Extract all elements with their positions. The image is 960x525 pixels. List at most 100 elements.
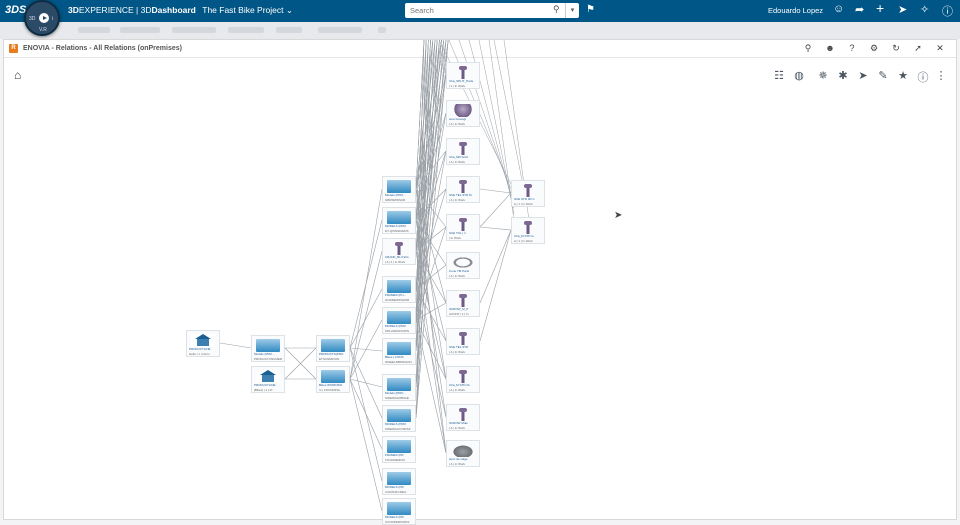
- graph-node[interactable]: Cha_SPLIT_Parts| 1 | In Work: [446, 62, 480, 89]
- search-input[interactable]: [405, 6, 545, 15]
- node-label: Bikes WORKSPA: [319, 384, 343, 387]
- node-sublabel: CCONPERSIONS: [385, 520, 410, 524]
- project-name[interactable]: The Fast Bike Project: [202, 5, 284, 15]
- graph-node[interactable]: Cone TM Parts| A | In Work: [446, 252, 480, 279]
- forward-icon[interactable]: ➤: [898, 4, 908, 16]
- widget-title: ENOVIA - Relations - All Relations (onPr…: [23, 45, 182, 52]
- graph-node[interactable]: amic de nalge| A | In Work: [446, 440, 480, 467]
- graph-node[interactable]: CRANK_BL Parts| A | 1 | In Work: [382, 238, 416, 265]
- node-label: MODELS (PRO: [385, 325, 407, 328]
- node-sublabel: | A | In Work: [449, 160, 466, 164]
- relation-edge: [415, 40, 431, 290]
- node-sublabel: TOCDREMIXS: [385, 458, 405, 462]
- relation-edge: [415, 302, 447, 321]
- relation-edge: [415, 250, 447, 380]
- refresh-icon[interactable]: ↻: [892, 43, 900, 53]
- help-icon[interactable]: ⓘ: [942, 6, 953, 18]
- user-filter-icon[interactable]: ☻: [825, 43, 835, 53]
- graph-node[interactable]: Models (PRO...GBDSMINSCR: [382, 176, 416, 203]
- node-label: SCROW Mule: [449, 422, 468, 425]
- relation-edge: [415, 40, 447, 388]
- ds-logo: 3DS: [5, 4, 27, 16]
- search-icon[interactable]: ⚲: [804, 43, 812, 53]
- graph-node[interactable]: Cha_M STD CL| A | In Work: [446, 366, 480, 393]
- tools-icon[interactable]: ✧: [920, 4, 930, 16]
- relation-edge: [349, 347, 383, 352]
- tree-icon[interactable]: ✱: [838, 70, 848, 82]
- graph-node[interactable]: PRODUCTLINE[Bikes] | 1 | Pr: [251, 366, 285, 393]
- relation-edge: [415, 219, 447, 342]
- graph-node[interactable]: sure boxesgl| A | In Work: [446, 100, 480, 127]
- info-icon[interactable]: ⓘ: [917, 72, 929, 84]
- relation-edge: [493, 40, 525, 191]
- tag-icon[interactable]: ⚑: [586, 4, 595, 15]
- home-icon[interactable]: ⌂: [14, 68, 22, 82]
- node-label: MODELS (PRO: [385, 423, 407, 426]
- node-thumbnail: [387, 472, 411, 485]
- node-thumbnail: [387, 280, 411, 293]
- node-label: PRODUCTLINE: [254, 384, 276, 387]
- relation-edge: [479, 226, 512, 231]
- node-thumbnail: [387, 342, 411, 355]
- pin-icon[interactable]: ➚: [914, 43, 922, 53]
- node-label: PRODUCTS(PRO: [319, 353, 344, 356]
- share-icon[interactable]: ➦: [855, 4, 865, 16]
- share-graph-icon[interactable]: ✵: [818, 70, 828, 82]
- user-name[interactable]: Edouardo Lopez: [768, 6, 824, 15]
- relation-edge: [415, 40, 442, 190]
- node-sublabel: | 1 | In Work: [449, 84, 466, 88]
- expand-structure-icon[interactable]: ☷: [774, 70, 784, 82]
- node-label: SCE TEL STD: [449, 346, 469, 349]
- search-box[interactable]: ⚲ ▾: [405, 3, 579, 18]
- graph-node[interactable]: FRAMES (PU...GODREWINGWR: [382, 276, 416, 303]
- help-icon[interactable]: ?: [849, 43, 855, 53]
- edit-icon[interactable]: ✎: [878, 70, 888, 82]
- profile-icon[interactable]: ☺: [833, 3, 845, 15]
- compass-play-icon[interactable]: [39, 13, 49, 23]
- relation-edge: [479, 229, 512, 304]
- relation-edge: [415, 150, 447, 321]
- node-thumbnail: [256, 370, 280, 383]
- graph-node[interactable]: Models (PRO...SIDEWALKBDGE: [382, 374, 416, 401]
- graph-node[interactable]: Cha_Mill Sold| A | In Work: [446, 138, 480, 165]
- node-sublabel: [Bikes] | 1 | Pr: [254, 388, 273, 392]
- settings-icon[interactable]: ⚙: [869, 43, 879, 53]
- more-icon[interactable]: ⋮: [935, 70, 947, 82]
- favorite-icon[interactable]: ★: [898, 70, 908, 82]
- hide-icon[interactable]: ◍: [794, 70, 804, 82]
- graph-node[interactable]: Models (PRO...PRODUCTCNUMER: [251, 335, 285, 362]
- search-dropdown-icon[interactable]: ▾: [565, 3, 579, 18]
- compass[interactable]: 3D i V.R: [24, 0, 60, 36]
- graph-node[interactable]: SCE TEL STD M| A | In Work: [446, 176, 480, 203]
- relation-edge: [415, 250, 447, 304]
- project-caret-icon[interactable]: ⌄: [285, 5, 294, 15]
- node-sublabel: GODREWINGWR: [385, 298, 410, 302]
- node-sublabel: ETSCNMIOON: [319, 357, 340, 361]
- node-thumbnail: [451, 256, 475, 269]
- graph-node[interactable]: SCE TEL STD| A | In Work: [446, 328, 480, 355]
- graph-node[interactable]: SCROW Mule| A | In Work: [446, 404, 480, 431]
- relations-graph[interactable]: [4, 40, 958, 521]
- node-thumbnail: [451, 180, 475, 193]
- dashboard-tab-strip: [0, 22, 960, 39]
- graph-node[interactable]: SCE TOL | 1| In Work: [446, 214, 480, 241]
- add-icon[interactable]: +: [876, 0, 885, 16]
- search-icon[interactable]: ⚲: [553, 4, 560, 14]
- node-sublabel: SIDEWALKCSRSF: [385, 427, 411, 431]
- node-label: SCROW_M_P: [449, 308, 469, 311]
- close-icon[interactable]: ✕: [936, 43, 944, 53]
- select-tool-icon[interactable]: ➤: [858, 70, 868, 82]
